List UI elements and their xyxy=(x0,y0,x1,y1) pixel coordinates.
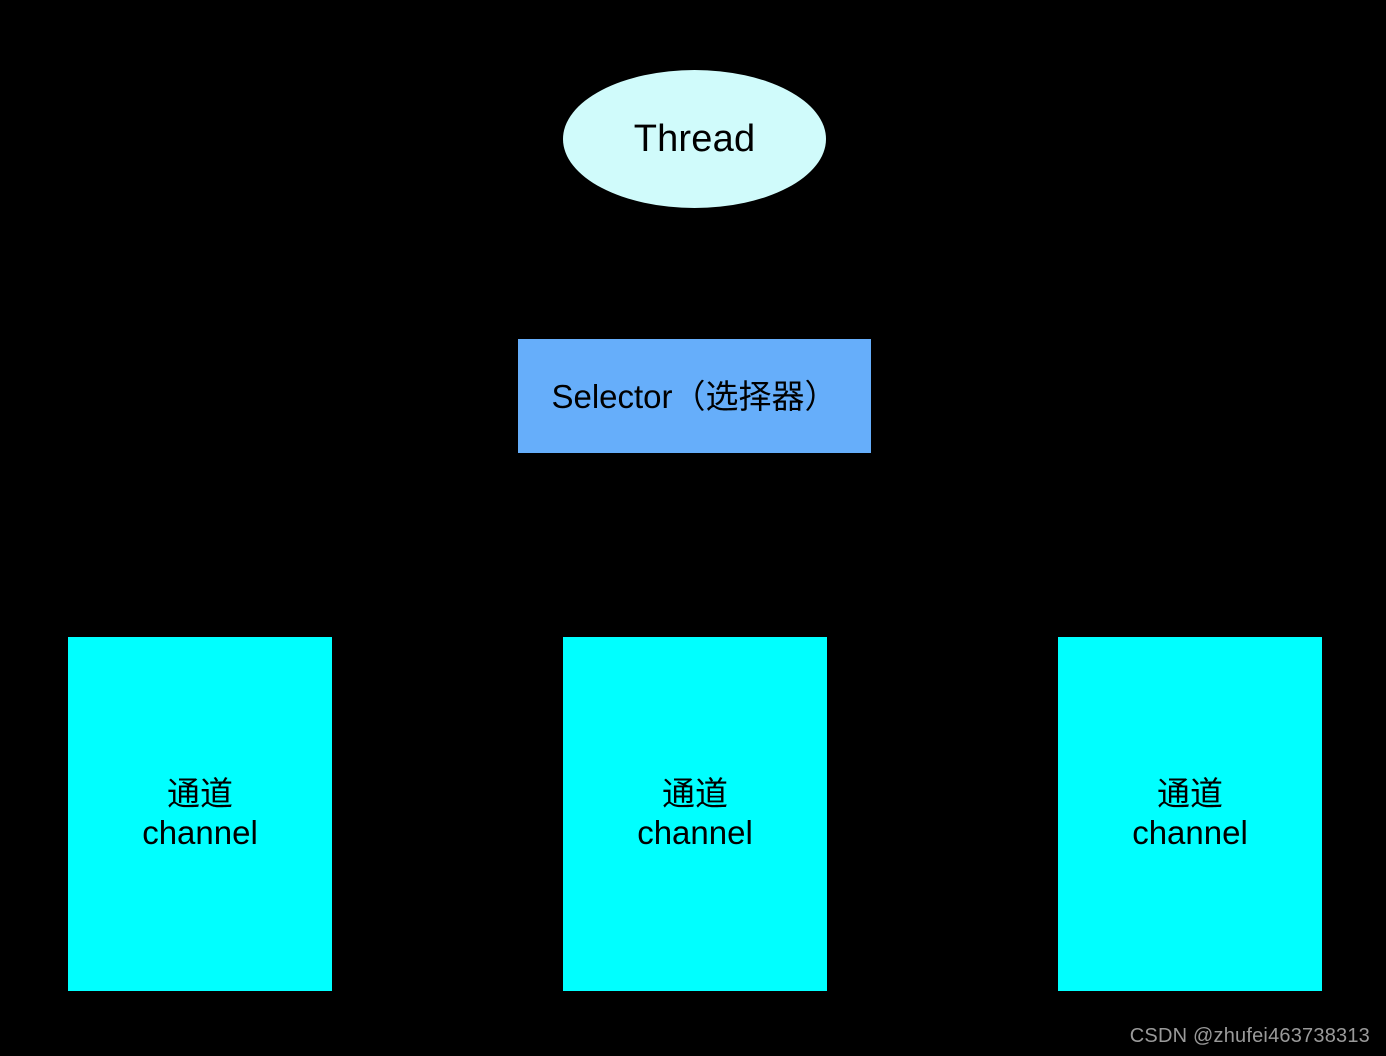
selector-node: Selector（选择器） xyxy=(518,339,871,453)
channel-label-cn: 通道 xyxy=(662,775,728,813)
thread-node: Thread xyxy=(563,70,826,208)
channel-node-2: 通道 channel xyxy=(563,637,827,991)
channel-label-cn: 通道 xyxy=(167,775,233,813)
channel-label-cn: 通道 xyxy=(1157,775,1223,813)
channel-node-1: 通道 channel xyxy=(68,637,332,991)
channel-label-en: channel xyxy=(1132,814,1248,851)
thread-label: Thread xyxy=(633,118,756,160)
watermark: CSDN @zhufei463738313 xyxy=(1129,1025,1370,1047)
channel-node-3: 通道 channel xyxy=(1058,637,1322,991)
channel-label-en: channel xyxy=(637,814,753,851)
selector-label: Selector（选择器） xyxy=(551,377,838,415)
channel-label-en: channel xyxy=(142,814,258,851)
